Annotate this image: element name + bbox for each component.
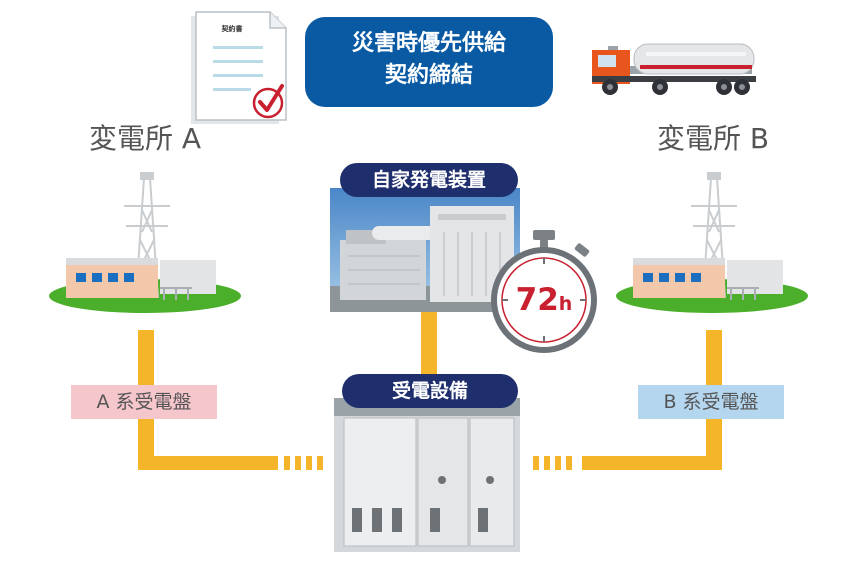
line-generator-vertical [421,310,437,378]
substation-b-title: 変電所 B [656,122,770,155]
substation-a-title: 変電所 A [88,122,202,155]
line-a-horizontal [138,456,278,470]
contract-banner-line2: 契約締結 [384,63,473,88]
connection-lines [138,310,722,470]
receiving-title: 受電設備 [391,380,468,402]
panel-a-label: A 系受電盤 [96,391,192,413]
contract-banner-line1: 災害時優先供給 [351,31,506,56]
generator-image [330,188,520,312]
contract-banner [305,17,553,107]
receiving-title-pill [342,374,518,408]
generator-title-pill [340,163,518,197]
stopwatch-runtime: 72h [504,282,584,318]
panel-b-box [638,385,784,419]
receiving-equipment-image [334,398,520,552]
line-b-dashes [533,456,572,470]
stopwatch-icon [491,230,597,353]
panel-b-label: B 系受電盤 [663,391,759,413]
runtime-unit: h [558,293,573,315]
runtime-value: 72 [515,282,559,318]
line-a-dashes [284,456,323,470]
panel-a-box [71,385,217,419]
tanker-truck-icon [592,43,756,95]
checkmark-icon [252,84,284,119]
substation-b-icon [616,172,808,313]
substation-a-icon [49,172,241,313]
generator-title: 自家発電装置 [371,169,486,191]
document-title: 契約書 [221,25,243,33]
line-b-horizontal [582,456,722,470]
